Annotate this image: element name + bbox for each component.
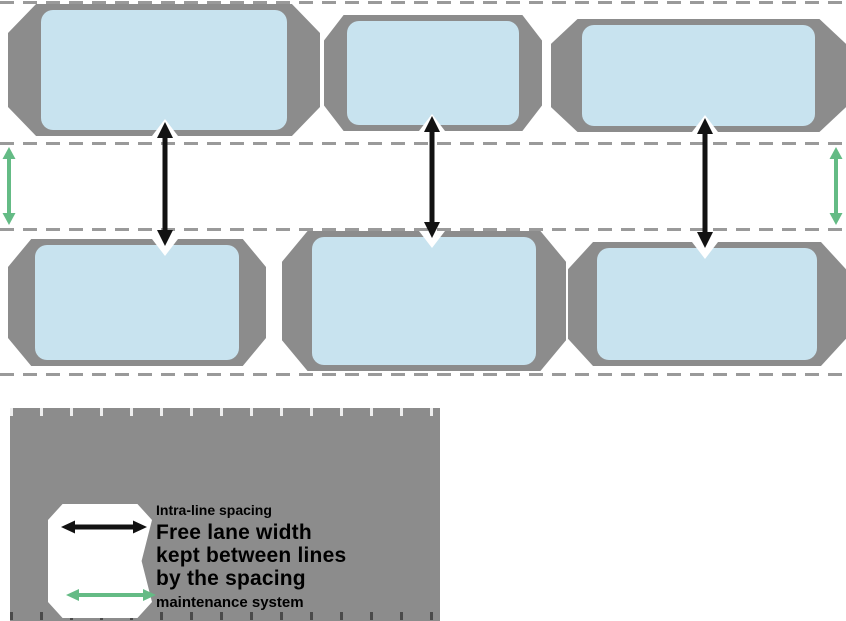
- inter-line-spacing-arrow-icon: [66, 589, 156, 601]
- vehicle-cabin: [40, 10, 288, 130]
- arrow-notch: [419, 231, 445, 248]
- vehicle-bottom-2: [282, 231, 566, 371]
- vehicle-cabin: [597, 248, 817, 360]
- lane-marking: [0, 228, 846, 231]
- legend-description: Free lane width kept between lines by th…: [156, 521, 422, 590]
- intra-line-spacing-arrow: [424, 116, 440, 238]
- legend-text: Intra-line spacing Free lane width kept …: [156, 502, 422, 611]
- legend-top-dashes: [10, 408, 440, 416]
- legend-description-line: Free lane width: [156, 521, 312, 545]
- legend: Intra-line spacing Free lane width kept …: [10, 408, 440, 621]
- legend-footer-label: maintenance system: [156, 594, 304, 612]
- lane-marking: [0, 1, 846, 4]
- vehicle-top-3: [551, 19, 846, 132]
- legend-bottom-dashes: [10, 612, 440, 620]
- vehicle-cabin: [581, 25, 816, 126]
- arrow-notch: [152, 239, 178, 256]
- vehicle-bottom-3: [568, 242, 846, 366]
- vehicle-cabin: [35, 245, 239, 360]
- arrow-notch: [692, 242, 718, 259]
- lane-marking: [0, 373, 846, 376]
- lane-marking: [0, 142, 846, 145]
- vehicle-top-1: [8, 4, 320, 136]
- inter-line-spacing-arrow: [2, 147, 16, 225]
- vehicle-bottom-1: [8, 239, 266, 366]
- intra-line-spacing-arrow: [157, 122, 173, 246]
- legend-description-line: by the spacing: [156, 567, 306, 591]
- intra-line-spacing-arrow-icon: [61, 520, 147, 534]
- intra-line-spacing-arrow: [697, 118, 713, 248]
- vehicle-cabin: [346, 21, 520, 125]
- vehicle-cabin: [311, 237, 537, 365]
- vehicle-top-2: [324, 15, 542, 131]
- legend-description-line: kept between lines: [156, 544, 347, 568]
- inter-line-spacing-arrow: [829, 147, 843, 225]
- legend-black-arrow-label: Intra-line spacing: [156, 502, 272, 518]
